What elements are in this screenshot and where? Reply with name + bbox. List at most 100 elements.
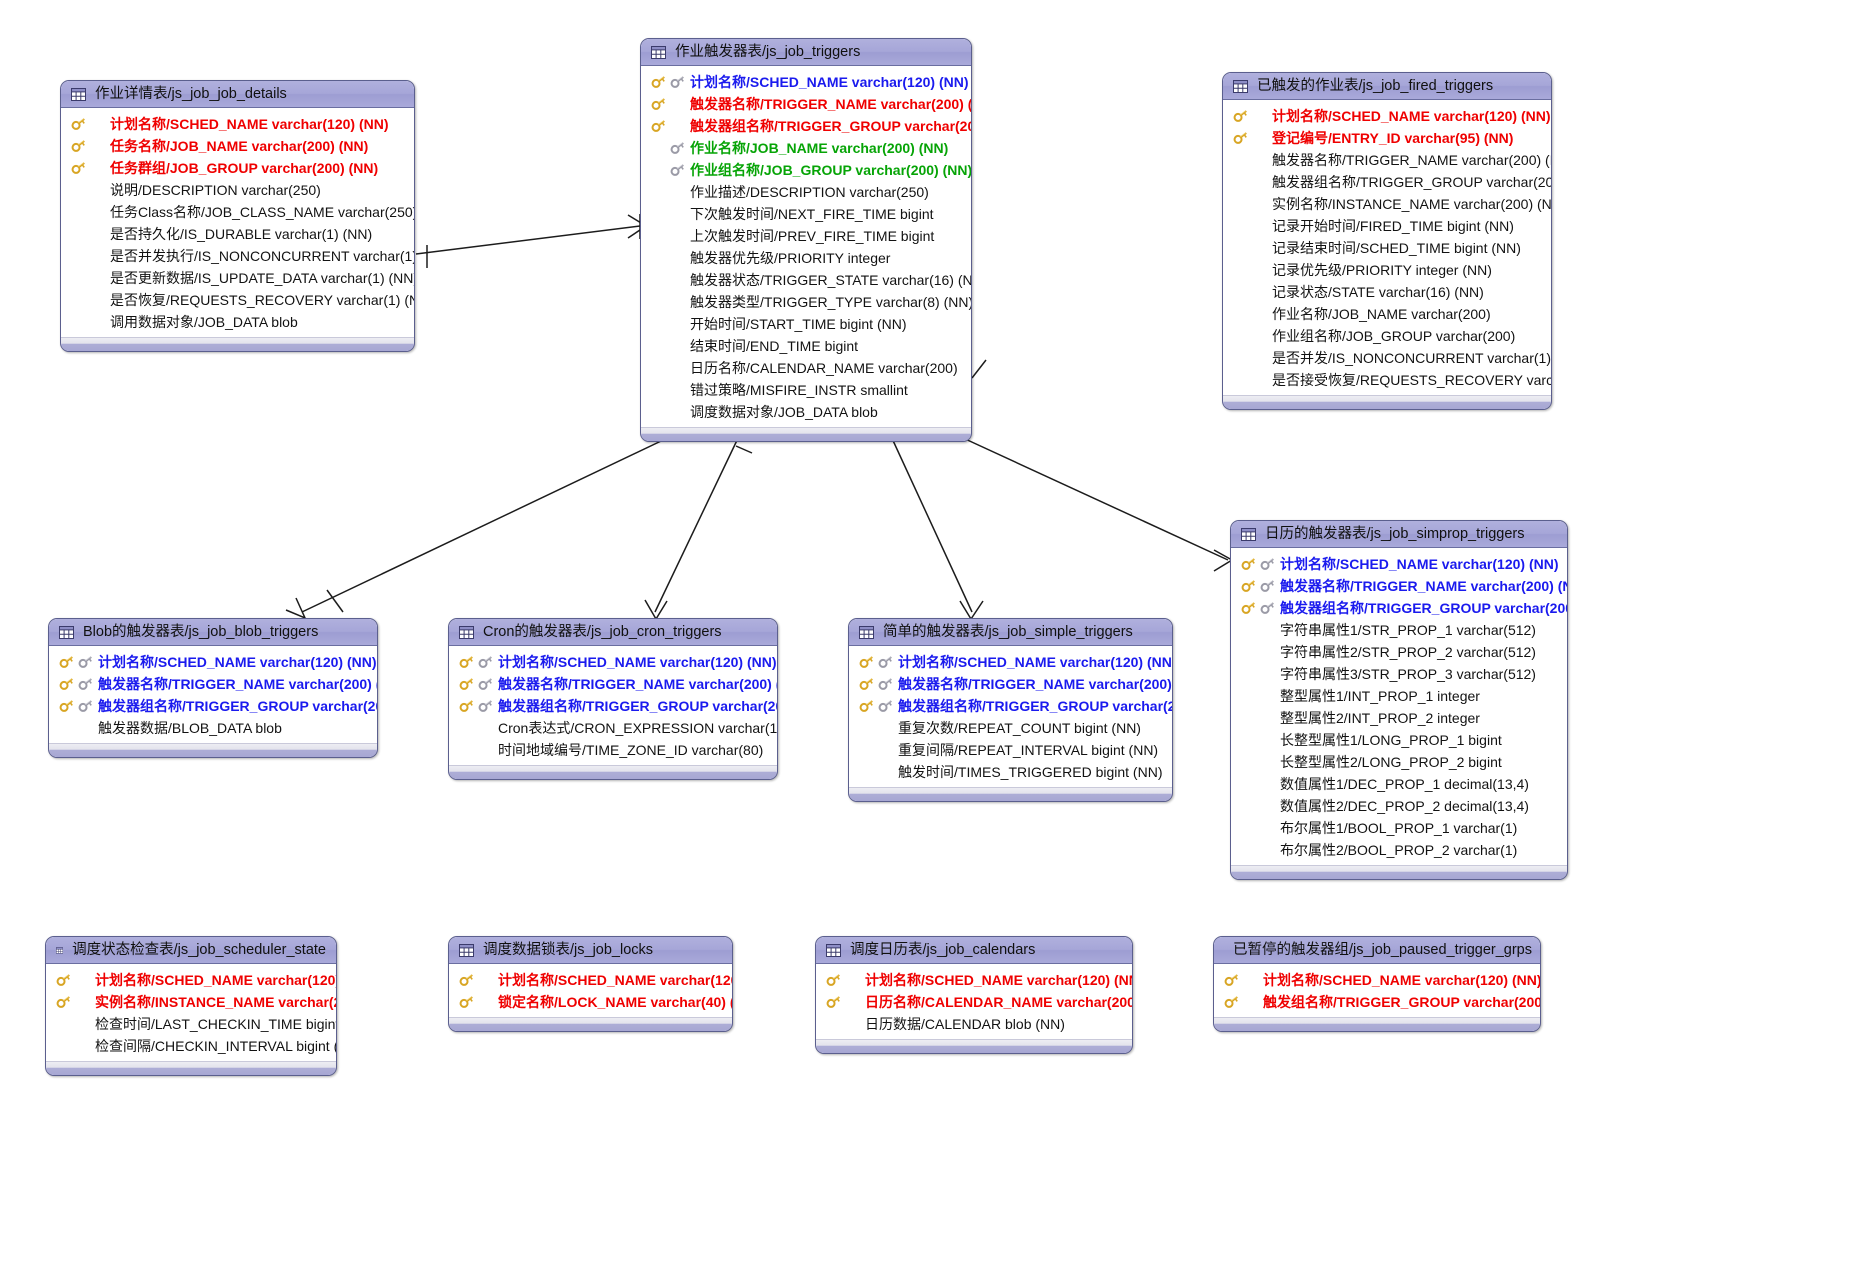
attribute-row[interactable]: 触发器优先级/PRIORITY integer [641, 247, 971, 269]
attribute-row[interactable]: 触发器组名称/TRIGGER_GROUP varchar(200) (NN) [641, 115, 971, 137]
attribute-row[interactable]: 作业名称/JOB_NAME varchar(200) [1223, 303, 1551, 325]
attribute-row[interactable]: 触发器名称/TRIGGER_NAME varchar(200) (NN) [449, 673, 777, 695]
attribute-row[interactable]: 锁定名称/LOCK_NAME varchar(40) (NN) [449, 991, 732, 1013]
attribute-row[interactable]: 计划名称/SCHED_NAME varchar(120) (NN) [1231, 553, 1567, 575]
attribute-row[interactable]: 长整型属性2/LONG_PROP_2 bigint [1231, 751, 1567, 773]
attribute-row[interactable]: 触发器名称/TRIGGER_NAME varchar(200) (NN) [849, 673, 1172, 695]
entity-header-paused_trigger_grps[interactable]: 已暂停的触发器组/js_job_paused_trigger_grps [1214, 937, 1540, 964]
attribute-row[interactable]: 计划名称/SCHED_NAME varchar(120) (NN) [449, 969, 732, 991]
entity-header-triggers[interactable]: 作业触发器表/js_job_triggers [641, 39, 971, 66]
attribute-row[interactable]: 记录优先级/PRIORITY integer (NN) [1223, 259, 1551, 281]
attribute-row[interactable]: 作业组名称/JOB_GROUP varchar(200) (NN) [641, 159, 971, 181]
attribute-row[interactable]: 计划名称/SCHED_NAME varchar(120) (NN) [61, 113, 414, 135]
attribute-row[interactable]: 作业名称/JOB_NAME varchar(200) (NN) [641, 137, 971, 159]
entity-header-job_details[interactable]: 作业详情表/js_job_job_details [61, 81, 414, 108]
attribute-row[interactable]: 说明/DESCRIPTION varchar(250) [61, 179, 414, 201]
entity-header-simprop_triggers[interactable]: 日历的触发器表/js_job_simprop_triggers [1231, 521, 1567, 548]
attribute-row[interactable]: 触发器状态/TRIGGER_STATE varchar(16) (NN) [641, 269, 971, 291]
attribute-row[interactable]: 任务群组/JOB_GROUP varchar(200) (NN) [61, 157, 414, 179]
attribute-row[interactable]: 记录状态/STATE varchar(16) (NN) [1223, 281, 1551, 303]
attribute-row[interactable]: 触发器数据/BLOB_DATA blob [49, 717, 377, 739]
attribute-row[interactable]: 计划名称/SCHED_NAME varchar(120) (NN) [641, 71, 971, 93]
attribute-row[interactable]: 日历数据/CALENDAR blob (NN) [816, 1013, 1132, 1035]
attribute-row[interactable]: 计划名称/SCHED_NAME varchar(120) (NN) [49, 651, 377, 673]
attribute-row[interactable]: 计划名称/SCHED_NAME varchar(120) (NN) [449, 651, 777, 673]
attribute-row[interactable]: 整型属性2/INT_PROP_2 integer [1231, 707, 1567, 729]
attribute-row[interactable]: 调用数据对象/JOB_DATA blob [61, 311, 414, 333]
attribute-row[interactable]: 任务名称/JOB_NAME varchar(200) (NN) [61, 135, 414, 157]
entity-cron_triggers[interactable]: Cron的触发器表/js_job_cron_triggers 计划名称/SCHED… [448, 618, 778, 780]
entity-calendars[interactable]: 调度日历表/js_job_calendars 计划名称/SCHED_NAME va… [815, 936, 1133, 1054]
attribute-row[interactable]: 触发器组名称/TRIGGER_GROUP varchar(200) (NN) [449, 695, 777, 717]
attribute-row[interactable]: 检查间隔/CHECKIN_INTERVAL bigint (NN) [46, 1035, 336, 1057]
attribute-row[interactable]: 字符串属性2/STR_PROP_2 varchar(512) [1231, 641, 1567, 663]
attribute-row[interactable]: 触发组名称/TRIGGER_GROUP varchar(200) (NN) [1214, 991, 1540, 1013]
entity-locks[interactable]: 调度数据锁表/js_job_locks 计划名称/SCHED_NAME varch… [448, 936, 733, 1032]
attribute-row[interactable]: 触发时间/TIMES_TRIGGERED bigint (NN) [849, 761, 1172, 783]
attribute-row[interactable]: 触发器名称/TRIGGER_NAME varchar(200) (NN) [1231, 575, 1567, 597]
attribute-row[interactable]: 上次触发时间/PREV_FIRE_TIME bigint [641, 225, 971, 247]
attribute-row[interactable]: 触发器组名称/TRIGGER_GROUP varchar(200) (NN) [1231, 597, 1567, 619]
attribute-row[interactable]: 字符串属性1/STR_PROP_1 varchar(512) [1231, 619, 1567, 641]
attribute-row[interactable]: 触发器名称/TRIGGER_NAME varchar(200) (NN) [1223, 149, 1551, 171]
attribute-row[interactable]: 下次触发时间/NEXT_FIRE_TIME bigint [641, 203, 971, 225]
attribute-row[interactable]: 触发器类型/TRIGGER_TYPE varchar(8) (NN) [641, 291, 971, 313]
attribute-row[interactable]: 实例名称/INSTANCE_NAME varchar(200) (NN) [46, 991, 336, 1013]
attribute-row[interactable]: 是否恢复/REQUESTS_RECOVERY varchar(1) (NN) [61, 289, 414, 311]
attribute-row[interactable]: 布尔属性1/BOOL_PROP_1 varchar(1) [1231, 817, 1567, 839]
entity-simprop_triggers[interactable]: 日历的触发器表/js_job_simprop_triggers 计划名称/SCHE… [1230, 520, 1568, 880]
attribute-row[interactable]: 计划名称/SCHED_NAME varchar(120) (NN) [46, 969, 336, 991]
attribute-row[interactable]: 触发器组名称/TRIGGER_GROUP varchar(200) (NN) [1223, 171, 1551, 193]
attribute-row[interactable]: 记录开始时间/FIRED_TIME bigint (NN) [1223, 215, 1551, 237]
attribute-row[interactable]: 触发器名称/TRIGGER_NAME varchar(200) (NN) [641, 93, 971, 115]
entity-header-blob_triggers[interactable]: Blob的触发器表/js_job_blob_triggers [49, 619, 377, 646]
entity-header-locks[interactable]: 调度数据锁表/js_job_locks [449, 937, 732, 964]
entity-header-calendars[interactable]: 调度日历表/js_job_calendars [816, 937, 1132, 964]
entity-simple_triggers[interactable]: 简单的触发器表/js_job_simple_triggers 计划名称/SCHED… [848, 618, 1173, 802]
attribute-row[interactable]: 长整型属性1/LONG_PROP_1 bigint [1231, 729, 1567, 751]
attribute-row[interactable]: 作业组名称/JOB_GROUP varchar(200) [1223, 325, 1551, 347]
attribute-row[interactable]: 日历名称/CALENDAR_NAME varchar(200) (NN) [816, 991, 1132, 1013]
entity-header-simple_triggers[interactable]: 简单的触发器表/js_job_simple_triggers [849, 619, 1172, 646]
attribute-row[interactable]: 作业描述/DESCRIPTION varchar(250) [641, 181, 971, 203]
attribute-row[interactable]: 结束时间/END_TIME bigint [641, 335, 971, 357]
attribute-row[interactable]: 计划名称/SCHED_NAME varchar(120) (NN) [849, 651, 1172, 673]
attribute-row[interactable]: 重复间隔/REPEAT_INTERVAL bigint (NN) [849, 739, 1172, 761]
attribute-row[interactable]: 时间地域编号/TIME_ZONE_ID varchar(80) [449, 739, 777, 761]
entity-header-scheduler_state[interactable]: 调度状态检查表/js_job_scheduler_state [46, 937, 336, 964]
attribute-row[interactable]: 检查时间/LAST_CHECKIN_TIME bigint (NN) [46, 1013, 336, 1035]
attribute-row[interactable]: 字符串属性3/STR_PROP_3 varchar(512) [1231, 663, 1567, 685]
attribute-row[interactable]: 记录结束时间/SCHED_TIME bigint (NN) [1223, 237, 1551, 259]
attribute-row[interactable]: 登记编号/ENTRY_ID varchar(95) (NN) [1223, 127, 1551, 149]
entity-header-fired_triggers[interactable]: 已触发的作业表/js_job_fired_triggers [1223, 73, 1551, 100]
entity-fired_triggers[interactable]: 已触发的作业表/js_job_fired_triggers 计划名称/SCHED_… [1222, 72, 1552, 410]
entity-header-cron_triggers[interactable]: Cron的触发器表/js_job_cron_triggers [449, 619, 777, 646]
attribute-row[interactable]: 计划名称/SCHED_NAME varchar(120) (NN) [1223, 105, 1551, 127]
entity-scheduler_state[interactable]: 调度状态检查表/js_job_scheduler_state 计划名称/SCHED… [45, 936, 337, 1076]
attribute-row[interactable]: 日历名称/CALENDAR_NAME varchar(200) [641, 357, 971, 379]
entity-job_details[interactable]: 作业详情表/js_job_job_details 计划名称/SCHED_NAME … [60, 80, 415, 352]
attribute-row[interactable]: 开始时间/START_TIME bigint (NN) [641, 313, 971, 335]
attribute-row[interactable]: 是否持久化/IS_DURABLE varchar(1) (NN) [61, 223, 414, 245]
attribute-row[interactable]: 计划名称/SCHED_NAME varchar(120) (NN) [1214, 969, 1540, 991]
attribute-row[interactable]: 调度数据对象/JOB_DATA blob [641, 401, 971, 423]
attribute-row[interactable]: 是否接受恢复/REQUESTS_RECOVERY varchar(1) [1223, 369, 1551, 391]
attribute-row[interactable]: 是否并发/IS_NONCONCURRENT varchar(1) [1223, 347, 1551, 369]
attribute-row[interactable]: 整型属性1/INT_PROP_1 integer [1231, 685, 1567, 707]
entity-blob_triggers[interactable]: Blob的触发器表/js_job_blob_triggers 计划名称/SCHED… [48, 618, 378, 758]
attribute-row[interactable]: Cron表达式/CRON_EXPRESSION varchar(120) (NN… [449, 717, 777, 739]
attribute-row[interactable]: 是否更新数据/IS_UPDATE_DATA varchar(1) (NN) [61, 267, 414, 289]
attribute-row[interactable]: 数值属性2/DEC_PROP_2 decimal(13,4) [1231, 795, 1567, 817]
attribute-row[interactable]: 触发器组名称/TRIGGER_GROUP varchar(200) (NN) [849, 695, 1172, 717]
attribute-row[interactable]: 布尔属性2/BOOL_PROP_2 varchar(1) [1231, 839, 1567, 861]
entity-triggers[interactable]: 作业触发器表/js_job_triggers 计划名称/SCHED_NAME va… [640, 38, 972, 442]
attribute-row[interactable]: 触发器组名称/TRIGGER_GROUP varchar(200) (NN) [49, 695, 377, 717]
attribute-row[interactable]: 是否并发执行/IS_NONCONCURRENT varchar(1) (NN) [61, 245, 414, 267]
attribute-row[interactable]: 数值属性1/DEC_PROP_1 decimal(13,4) [1231, 773, 1567, 795]
attribute-row[interactable]: 触发器名称/TRIGGER_NAME varchar(200) (NN) [49, 673, 377, 695]
attribute-row[interactable]: 实例名称/INSTANCE_NAME varchar(200) (NN) [1223, 193, 1551, 215]
entity-paused_trigger_grps[interactable]: 已暂停的触发器组/js_job_paused_trigger_grps 计划名称/… [1213, 936, 1541, 1032]
attribute-row[interactable]: 任务Class名称/JOB_CLASS_NAME varchar(250) (N… [61, 201, 414, 223]
attribute-row[interactable]: 错过策略/MISFIRE_INSTR smallint [641, 379, 971, 401]
attribute-row[interactable]: 计划名称/SCHED_NAME varchar(120) (NN) [816, 969, 1132, 991]
